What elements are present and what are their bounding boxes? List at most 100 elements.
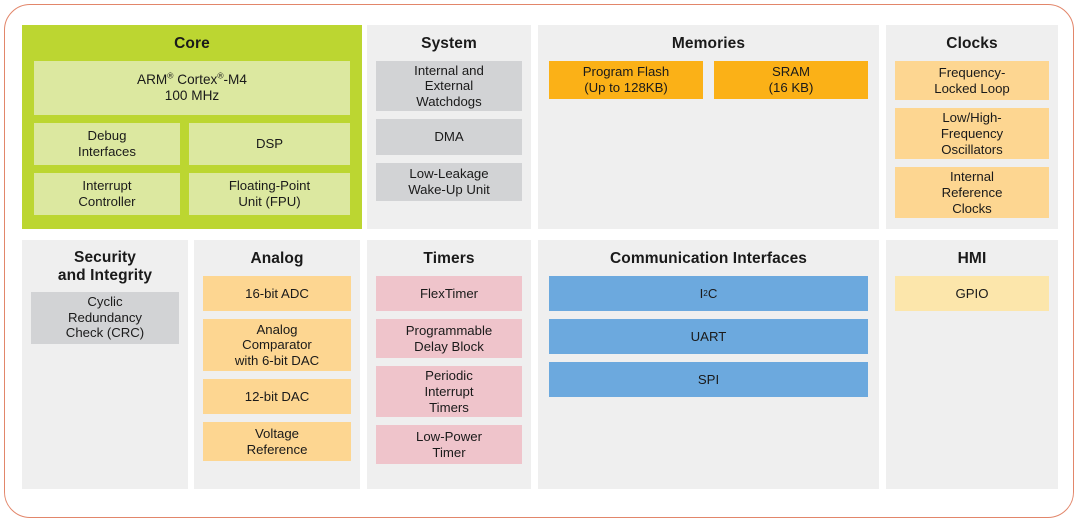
block-low-power-timer-line1: Low-Power	[416, 428, 482, 444]
panel-security-title: Security and Integrity	[22, 240, 188, 292]
block-internal-reference-clocks[interactable]: Internal Reference Clocks	[895, 167, 1049, 219]
block-debug-interfaces-line2: Interfaces	[78, 144, 136, 160]
block-fpu-line1: Floating-Point	[228, 178, 311, 194]
panel-memories-title: Memories	[671, 35, 746, 52]
panel-timers-title: Timers	[423, 250, 475, 267]
panel-system-title: System	[421, 35, 477, 52]
block-spi[interactable]: SPI	[549, 362, 868, 398]
block-frequency-locked-loop-line1: Frequency-	[938, 64, 1006, 80]
block-fpu[interactable]: Floating-Point Unit (FPU)	[189, 173, 350, 216]
panel-system: System Internal and External Watchdogs D…	[367, 25, 531, 229]
registered-mark-icon: ®	[167, 70, 174, 81]
block-12-bit-dac[interactable]: 12-bit DAC	[203, 379, 351, 415]
block-interrupt-controller-line1: Interrupt	[82, 178, 132, 194]
block-oscillators-line1: Low/High-	[942, 110, 1002, 126]
block-program-flash-line2: (Up to 128KB)	[584, 80, 668, 96]
panel-clocks: Clocks Frequency- Locked Loop Low/High- …	[886, 25, 1058, 229]
panel-security-blocks: Cyclic Redundancy Check (CRC)	[22, 291, 188, 353]
block-programmable-delay-block-line2: Delay Block	[414, 338, 484, 354]
panel-communication-title: Communication Interfaces	[609, 250, 808, 267]
block-watchdogs-line1: Internal and	[414, 62, 484, 78]
block-oscillators[interactable]: Low/High- Frequency Oscillators	[895, 108, 1049, 160]
block-interrupt-controller-line2: Controller	[78, 194, 136, 210]
core-row-1: Debug Interfaces DSP	[34, 123, 350, 166]
panel-hmi-title: HMI	[957, 250, 987, 267]
block-analog-comparator-line1: Analog	[256, 321, 298, 337]
block-crc-line1: Cyclic	[87, 293, 123, 309]
block-fpu-line2: Unit (FPU)	[238, 194, 301, 210]
panel-security-title-line1: Security	[74, 249, 136, 266]
block-arm-cortex-m4-line1: ARM® Cortex®-M4	[137, 70, 247, 88]
block-periodic-interrupt-timers-line3: Timers	[429, 399, 469, 415]
panel-hmi-blocks: GPIO	[886, 276, 1058, 320]
block-periodic-interrupt-timers-line1: Periodic	[425, 368, 473, 384]
block-voltage-reference-line2: Reference	[246, 441, 308, 457]
core-row-2: Interrupt Controller Floating-Point Unit…	[34, 173, 350, 216]
block-sram[interactable]: SRAM (16 KB)	[714, 61, 868, 100]
block-periodic-interrupt-timers-line2: Interrupt	[424, 383, 474, 399]
block-analog-comparator-line2: Comparator	[242, 337, 312, 353]
block-crc-line3: Check (CRC)	[65, 325, 145, 341]
block-flextimer[interactable]: FlexTimer	[376, 276, 522, 312]
block-sram-line1: SRAM	[771, 64, 811, 80]
block-debug-interfaces-line1: Debug	[87, 128, 127, 144]
block-voltage-reference-line1: Voltage	[254, 425, 299, 441]
m4-text: -M4	[223, 71, 247, 87]
block-low-leakage-wakeup-unit-line1: Low-Leakage	[409, 166, 489, 182]
panel-hmi: HMI GPIO	[886, 240, 1058, 489]
block-analog-comparator-line3: with 6-bit DAC	[234, 353, 320, 369]
panel-core-blocks: ARM® Cortex®-M4 100 MHz Debug Interfaces…	[22, 61, 362, 228]
panel-core: Core ARM® Cortex®-M4 100 MHz Debug Inter…	[22, 25, 362, 229]
block-low-power-timer-line2: Timer	[432, 444, 466, 460]
block-crc[interactable]: Cyclic Redundancy Check (CRC)	[31, 291, 179, 344]
block-debug-interfaces[interactable]: Debug Interfaces	[34, 123, 180, 166]
panel-timers: Timers FlexTimer Programmable Delay Bloc…	[367, 240, 531, 489]
panel-analog-blocks: 16-bit ADC Analog Comparator with 6-bit …	[194, 276, 360, 470]
block-i2c-prefix: I	[699, 285, 704, 301]
panel-security-and-integrity: Security and Integrity Cyclic Redundancy…	[22, 240, 188, 489]
block-internal-reference-clocks-line1: Internal	[949, 169, 994, 185]
block-crc-line2: Redundancy	[67, 309, 143, 325]
panel-security-title-line2: and Integrity	[57, 267, 153, 285]
block-gpio[interactable]: GPIO	[895, 276, 1049, 312]
block-voltage-reference[interactable]: Voltage Reference	[203, 422, 351, 462]
block-i2c-suffix: C	[707, 285, 718, 301]
block-oscillators-line3: Oscillators	[941, 141, 1003, 157]
panel-clocks-title: Clocks	[946, 35, 998, 52]
panel-timers-blocks: FlexTimer Programmable Delay Block Perio…	[367, 276, 531, 473]
registered-mark-icon-2: ®	[217, 70, 224, 81]
block-periodic-interrupt-timers[interactable]: Periodic Interrupt Timers	[376, 366, 522, 418]
block-dsp[interactable]: DSP	[189, 123, 350, 166]
block-low-leakage-wakeup-unit[interactable]: Low-Leakage Wake-Up Unit	[376, 163, 522, 202]
cortex-text: Cortex	[173, 71, 218, 87]
block-low-power-timer[interactable]: Low-Power Timer	[376, 425, 522, 465]
block-uart[interactable]: UART	[549, 319, 868, 355]
block-dma[interactable]: DMA	[376, 119, 522, 156]
panel-analog-title: Analog	[250, 250, 304, 267]
arm-text: ARM	[137, 71, 168, 87]
block-16-bit-adc[interactable]: 16-bit ADC	[203, 276, 351, 312]
block-internal-reference-clocks-line3: Clocks	[952, 200, 992, 216]
block-arm-cortex-m4[interactable]: ARM® Cortex®-M4 100 MHz	[34, 61, 350, 116]
block-oscillators-line2: Frequency	[940, 125, 1004, 141]
block-low-leakage-wakeup-unit-line2: Wake-Up Unit	[408, 182, 490, 198]
block-internal-reference-clocks-line2: Reference	[941, 184, 1003, 200]
block-programmable-delay-block-line1: Programmable	[405, 322, 493, 338]
panel-memories-blocks: Program Flash (Up to 128KB) SRAM (16 KB)	[538, 61, 879, 110]
panel-core-title: Core	[174, 35, 210, 52]
panel-memories: Memories Program Flash (Up to 128KB) SRA…	[538, 25, 879, 229]
block-frequency-locked-loop-line2: Locked Loop	[934, 80, 1010, 96]
block-interrupt-controller[interactable]: Interrupt Controller	[34, 173, 180, 216]
block-analog-comparator[interactable]: Analog Comparator with 6-bit DAC	[203, 319, 351, 372]
block-watchdogs-line3: Watchdogs	[416, 94, 482, 110]
block-arm-cortex-m4-line2: 100 MHz	[164, 88, 220, 104]
block-program-flash-line1: Program Flash	[582, 64, 670, 80]
block-frequency-locked-loop[interactable]: Frequency- Locked Loop	[895, 61, 1049, 101]
block-programmable-delay-block[interactable]: Programmable Delay Block	[376, 319, 522, 359]
block-watchdogs[interactable]: Internal and External Watchdogs	[376, 61, 522, 112]
block-program-flash[interactable]: Program Flash (Up to 128KB)	[549, 61, 703, 100]
